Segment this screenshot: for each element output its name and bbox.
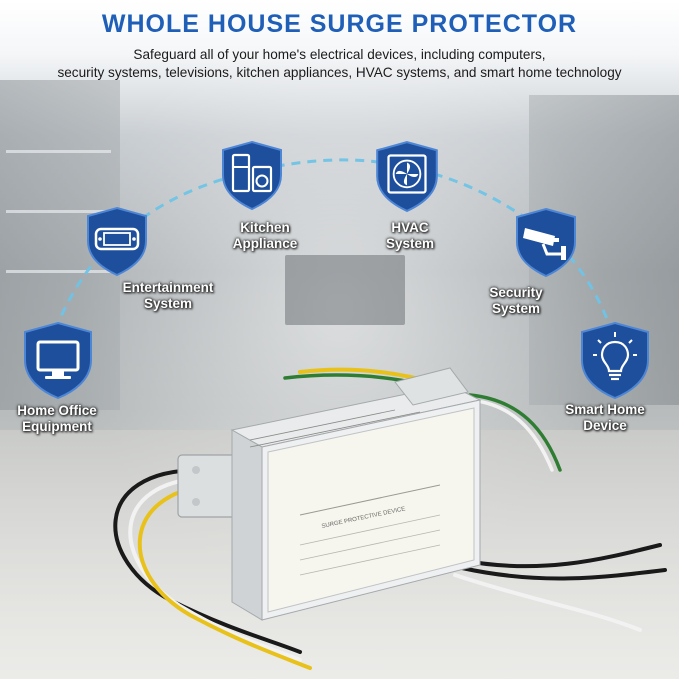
shield-hvac [376,141,438,213]
subtitle-line-1: Safeguard all of your home's electrical … [133,47,546,62]
monitor-icon [36,340,80,379]
shield-entertainment [87,206,147,277]
security-camera-icon [523,228,566,260]
shield-kitchen [222,140,282,211]
background-shelf [6,270,111,273]
refrigerator-icon [231,153,273,193]
shield-security [516,207,576,278]
device-wires [113,367,667,670]
label-kitchen: Kitchen Appliance [232,220,298,251]
page-title: WHOLE HOUSE SURGE PROTECTOR [101,10,578,38]
shield-smart-home [581,321,649,400]
game-console-icon [94,227,140,251]
fan-icon [387,154,427,194]
label-smart-home: Smart Home Device [565,402,645,433]
label-entertainment: Entertainment System [122,280,214,311]
label-home-office: Home Office Equipment [17,403,97,434]
light-bulb-icon [593,332,637,381]
background-shelf [6,210,111,213]
device-enclosure [177,367,482,621]
background-tv [285,255,405,325]
shield-home-office [24,321,92,400]
label-hvac: HVAC System [385,220,435,251]
page-subtitle: Safeguard all of your home's electrical … [0,46,679,82]
label-security: Security System [489,285,543,316]
background-shelf [6,150,111,153]
subtitle-line-2: security systems, televisions, kitchen a… [57,65,622,80]
